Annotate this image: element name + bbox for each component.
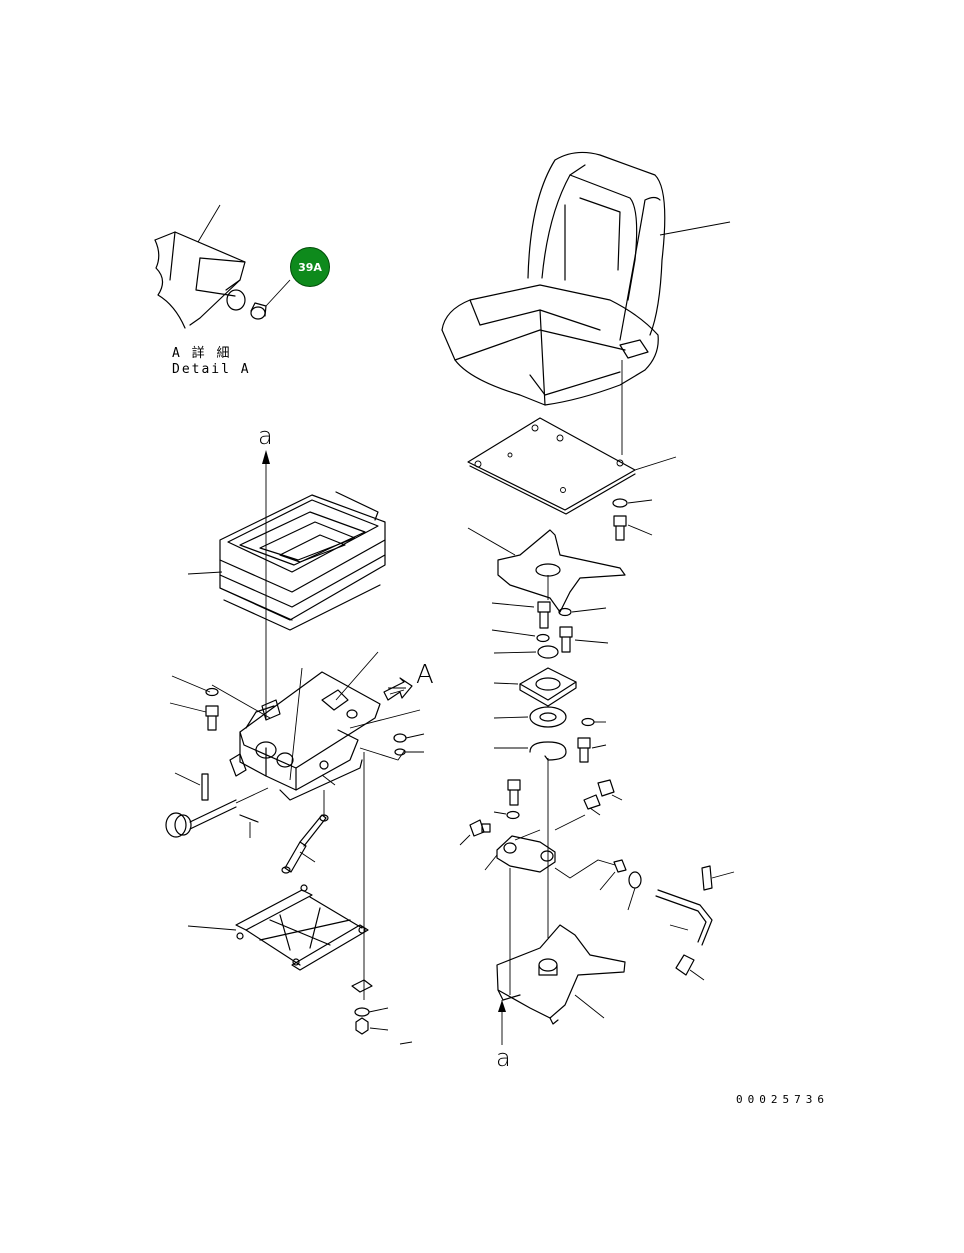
swivel-plate [467, 527, 626, 613]
pivot-bracket-assembly [459, 779, 642, 995]
left-fasteners [201, 687, 425, 801]
shock-damper [281, 790, 329, 874]
link-marker-top: a [258, 422, 273, 450]
seat-cushion-and-backrest [441, 151, 731, 455]
drawing-number: 00025736 [736, 1093, 829, 1106]
link-arrow-a-top [262, 450, 270, 720]
link-marker-bottom: a [496, 1044, 511, 1072]
bearing-assembly [493, 667, 607, 938]
height-adjust-knob [165, 787, 269, 838]
swivel-base-plate [496, 924, 626, 1045]
scissor-frame [187, 884, 369, 971]
mounting-plate [467, 417, 677, 515]
plate-fasteners [612, 498, 653, 541]
suspension-unit [169, 651, 421, 1000]
swivel-lever [655, 865, 735, 981]
callout-badge-39a[interactable]: 39A [290, 247, 330, 287]
bottom-fasteners [351, 979, 413, 1045]
bellows-cover [187, 491, 386, 631]
center-fasteners [491, 601, 609, 659]
view-marker-a: A [416, 660, 434, 690]
view-a-arrow [383, 677, 413, 701]
detail-label-en: Detail A [172, 362, 251, 377]
detail-label-jp: A 詳 細 [172, 346, 232, 361]
detail-a-illustration [154, 204, 291, 329]
